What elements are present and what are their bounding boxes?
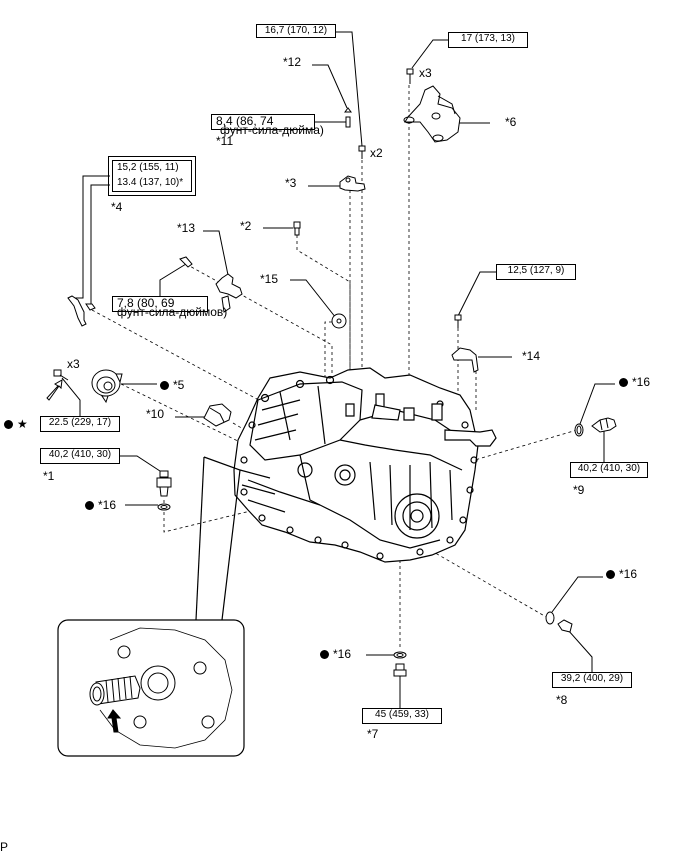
bolt-part-2: [294, 222, 300, 235]
switch-part-9: [592, 418, 616, 432]
detail-inset: [58, 620, 244, 756]
label-part-3: *3: [285, 176, 297, 190]
dot-icon: [4, 420, 13, 429]
lever-part-13: [180, 257, 242, 312]
dot-icon: [619, 378, 628, 387]
torque-box-part-4: 15,2 (155, 11) 13.4 (137, 10)*: [108, 156, 196, 196]
torque-box-part-1: 40,2 (410, 30): [40, 448, 120, 464]
plug-part-1: [157, 471, 171, 496]
label-part-12: *12: [283, 55, 302, 69]
label-part-16-right-bottom: *16: [606, 567, 637, 581]
dot-star-marker-part-5: ★: [4, 417, 28, 431]
bolt-part-12: [345, 108, 351, 127]
label-quantity-x3-top: x3: [419, 66, 432, 80]
bracket-part-14: [452, 315, 478, 372]
dot-icon: [85, 501, 94, 510]
label-part-4: *4: [111, 200, 123, 214]
dot-icon: [320, 650, 329, 659]
gasket-part-16-left: [158, 504, 170, 510]
label-part-11: *11: [216, 134, 234, 148]
label-quantity-x2: x2: [370, 146, 383, 160]
label-part-16-right-top-text: *16: [632, 375, 651, 389]
bolt-x3-top: [407, 69, 413, 84]
cover-part-15: [332, 314, 346, 328]
torque-box-part-14: 12,5 (127, 9): [496, 264, 576, 280]
label-part-5: *5: [160, 378, 184, 392]
torque-value-b: 13.4 (137, 10)*: [117, 177, 184, 188]
plug-part-7: [394, 664, 406, 676]
torque-box-part-13: 7,8 (80, 69: [112, 296, 208, 312]
hub-part-5: [54, 370, 122, 402]
label-part-16-right-bottom-text: *16: [619, 567, 638, 581]
sensor-part-10: [204, 404, 231, 426]
label-part-15: *15: [260, 272, 279, 286]
plug-part-8: [558, 620, 572, 632]
torque-box-part-7: 45 (459, 33): [362, 708, 442, 724]
detail-callout-lines: [196, 457, 240, 620]
gasket-part-16-right-top: [575, 424, 583, 436]
label-part-14: *14: [522, 349, 541, 363]
torque-box-part-9: 40,2 (410, 30): [570, 462, 648, 478]
label-part-13: *13: [177, 221, 196, 235]
label-part-2: *2: [240, 219, 252, 233]
label-part-16-bottom: *16: [320, 647, 351, 661]
dot-icon: [606, 570, 615, 579]
transaxle-housing: [234, 368, 496, 562]
label-part-16-left: *16: [85, 498, 116, 512]
torque-value-a: 15,2 (155, 11): [117, 162, 179, 173]
star-icon: ★: [17, 417, 28, 431]
label-part-7: *7: [367, 727, 379, 741]
gasket-part-16-bottom: [394, 652, 406, 658]
torque-unit-part-13: фунт-сила-дюймов): [117, 305, 228, 319]
label-part-16-bottom-text: *16: [333, 647, 352, 661]
leader-lines: [62, 32, 615, 708]
detail-arrow-icon: [108, 710, 120, 732]
label-part-16-right-top: *16: [619, 375, 650, 389]
bracket-part-3: [340, 176, 365, 191]
torque-unit-part-11: фунт-сила-дюйма): [220, 123, 324, 137]
dot-icon: [160, 381, 169, 390]
label-part-6: *6: [505, 115, 517, 129]
label-part-5-text: *5: [173, 378, 185, 392]
arrow-icon: [47, 380, 62, 400]
bracket-part-6: [404, 86, 460, 142]
lever-part-4: [68, 296, 95, 326]
label-part-1: *1: [43, 469, 55, 483]
torque-box-part-12: 16,7 (170, 12): [256, 24, 336, 38]
torque-box-part-8: 39,2 (400, 29): [552, 672, 632, 688]
torque-box-part-11: 8,4 (86, 74: [211, 114, 315, 130]
label-part-8: *8: [556, 693, 568, 707]
label-part-16-left-text: *16: [98, 498, 117, 512]
label-part-10: *10: [146, 407, 165, 421]
bolt-x2: [359, 146, 365, 159]
label-part-9: *9: [573, 483, 585, 497]
label-quantity-x3-left: x3: [67, 357, 80, 371]
corner-label: P: [0, 840, 9, 854]
torque-box-part-6: 17 (173, 13): [448, 32, 528, 48]
gasket-part-16-right-bottom: [546, 612, 554, 624]
torque-box-part-5: 22.5 (229, 17): [40, 416, 120, 432]
